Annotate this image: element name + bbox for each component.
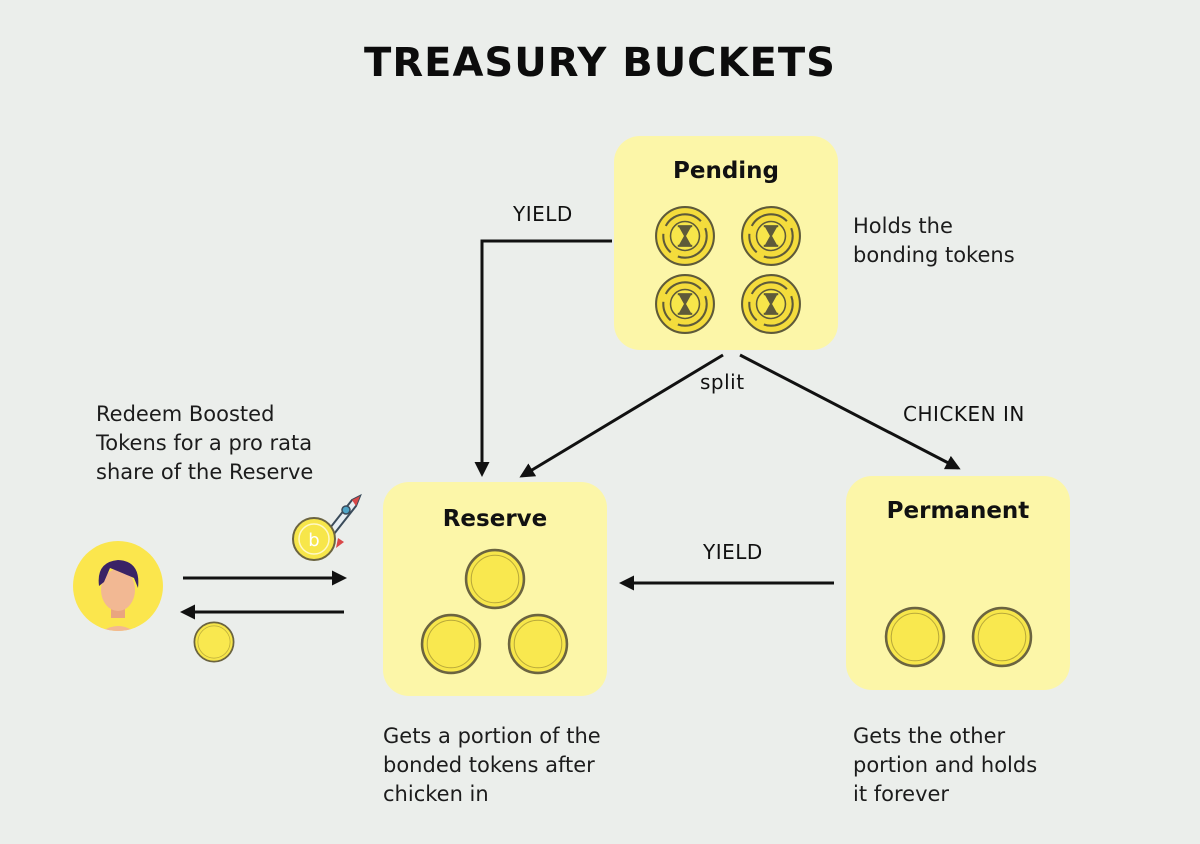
- split-arrow-reserve: [519, 353, 724, 478]
- hourglass-coin-icon: [655, 206, 715, 266]
- pending-description-line: bonding tokens: [853, 243, 1015, 267]
- returned-coin-icon: [193, 621, 235, 663]
- coin-icon: [420, 613, 482, 675]
- reserve-title: Reserve: [442, 506, 548, 532]
- redeem-description-line: Redeem Boosted: [96, 402, 275, 426]
- split-label: split: [700, 370, 745, 394]
- permanent-description-line: portion and holds: [853, 753, 1038, 777]
- hourglass-coin-icon: [741, 206, 801, 266]
- permanent-title: Permanent: [886, 498, 1030, 524]
- coin-icon: [464, 548, 526, 610]
- reserve-bucket: Reserve: [383, 482, 607, 696]
- hourglass-coin-icon: [741, 274, 801, 334]
- reserve-description-line: Gets a portion of the: [383, 724, 601, 748]
- page-title: TREASURY BUCKETS: [364, 40, 836, 86]
- yield-label-top: YIELD: [513, 202, 573, 226]
- yield-label-right: YIELD: [703, 540, 763, 564]
- pending-description: Holds the bonding tokens: [853, 212, 1015, 270]
- permanent-description-line: Gets the other: [853, 724, 1006, 748]
- permanent-bucket: Permanent: [846, 476, 1070, 690]
- boosted-token-letter: b: [308, 530, 319, 551]
- boosted-token-icon: [292, 517, 336, 561]
- chicken-in-arrow: [739, 353, 961, 470]
- pending-description-line: Holds the: [853, 214, 953, 238]
- reserve-description: Gets a portion of the bonded tokens afte…: [383, 722, 601, 809]
- reserve-description-line: bonded tokens after: [383, 753, 595, 777]
- user-avatar: [73, 541, 163, 631]
- redeem-description-line: share of the Reserve: [96, 460, 314, 484]
- yield-arrow-top: [474, 239, 612, 477]
- pending-title: Pending: [672, 158, 779, 184]
- reserve-description-line: chicken in: [383, 782, 489, 806]
- coin-icon: [507, 613, 569, 675]
- pending-bucket: Pending: [614, 136, 838, 350]
- redeem-description: Redeem Boosted Tokens for a pro rata sha…: [96, 400, 313, 487]
- permanent-description: Gets the other portion and holds it fore…: [853, 722, 1037, 809]
- hourglass-coin-icon: [655, 274, 715, 334]
- coin-icon: [971, 606, 1033, 668]
- coin-icon: [884, 606, 946, 668]
- permanent-description-line: it forever: [853, 782, 950, 806]
- redeem-description-line: Tokens for a pro rata: [96, 431, 313, 455]
- chicken-in-label: CHICKEN IN: [903, 402, 1025, 426]
